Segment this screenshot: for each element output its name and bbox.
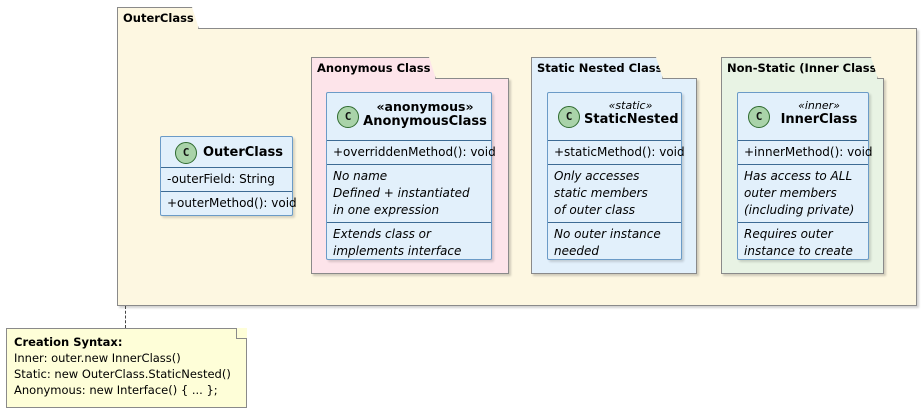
method: +outerMethod(): void xyxy=(167,196,297,210)
class-icon: C xyxy=(748,106,770,128)
static-stereotype: «static» xyxy=(608,99,653,112)
note-line: Extends class or xyxy=(333,227,431,241)
inner-package-tab: Non-Static (Inner Class) xyxy=(721,57,878,79)
outer-package-label: OuterClass xyxy=(123,11,194,25)
inner-package-label: Non-Static (Inner Class) xyxy=(727,61,882,75)
outer-class-header: C OuterClass xyxy=(161,137,292,167)
outer-class-methods: +outerMethod(): void xyxy=(161,191,297,215)
note-line: Only accesses xyxy=(554,169,640,183)
method: +overriddenMethod(): void xyxy=(333,145,496,159)
anonymous-class-methods: +overriddenMethod(): void xyxy=(327,140,496,164)
inner-class-instance-notes: Requires outer instance to create xyxy=(738,222,868,263)
note-line: (including private) xyxy=(744,203,855,217)
note-line: of outer class xyxy=(554,203,635,217)
anonymous-package-tab: Anonymous Class xyxy=(311,57,436,79)
note-line: Defined + instantiated xyxy=(333,186,470,200)
note-connector xyxy=(125,306,126,328)
note-title: Creation Syntax: xyxy=(14,335,123,349)
anonymous-package-label: Anonymous Class xyxy=(317,61,431,75)
inner-class-header: C «inner» InnerClass xyxy=(738,93,868,140)
inner-stereotype: «inner» xyxy=(798,99,840,112)
note-line: No name xyxy=(333,169,388,183)
anonymous-class-box: C «anonymous» AnonymousClass +overridden… xyxy=(326,92,496,263)
note-line: implements interface xyxy=(333,244,462,258)
note-line: Inner: outer.new InnerClass() xyxy=(14,351,181,365)
inner-class-box: C «inner» InnerClass +innerMethod(): voi… xyxy=(737,92,873,263)
static-class-instance-notes: No outer instance needed xyxy=(548,222,681,263)
note-line: No outer instance xyxy=(554,227,661,241)
field: -outerField: String xyxy=(167,172,275,186)
static-class-box: C «static» StaticNested +staticMethod():… xyxy=(547,92,685,263)
static-package-tab: Static Nested Class xyxy=(531,57,663,79)
note-line: static members xyxy=(554,186,648,200)
static-class-methods: +staticMethod(): void xyxy=(548,140,685,164)
inner-class-notes: Has access to ALL outer members (includi… xyxy=(738,164,868,222)
note-line: Has access to ALL xyxy=(744,169,853,183)
outer-package-tab: OuterClass xyxy=(117,7,199,29)
static-class-name: StaticNested xyxy=(584,112,679,127)
class-icon: C xyxy=(337,106,359,128)
note-line: in one expression xyxy=(333,203,440,217)
anonymous-class-notes: No name Defined + instantiated in one ex… xyxy=(327,164,491,222)
creation-syntax-note: Creation Syntax: Inner: outer.new InnerC… xyxy=(6,328,247,408)
method: +innerMethod(): void xyxy=(744,145,873,159)
anonymous-class-header: C «anonymous» AnonymousClass xyxy=(327,93,491,140)
anonymous-stereotype: «anonymous» xyxy=(376,99,474,114)
class-icon: C xyxy=(558,106,580,128)
static-class-notes: Only accesses static members of outer cl… xyxy=(548,164,681,222)
note-line: Static: new OuterClass.StaticNested() xyxy=(14,367,231,381)
method: +staticMethod(): void xyxy=(554,145,685,159)
anonymous-class-extends: Extends class or implements interface xyxy=(327,222,491,263)
class-icon: C xyxy=(175,142,197,164)
outer-class-fields: -outerField: String xyxy=(161,167,292,191)
anonymous-class-name: AnonymousClass xyxy=(363,114,487,129)
note-line: needed xyxy=(554,244,599,258)
outer-class-box: C OuterClass -outerField: String +outerM… xyxy=(160,136,297,216)
outer-class-name: OuterClass xyxy=(203,145,283,160)
static-class-header: C «static» StaticNested xyxy=(548,93,681,140)
note-line: instance to create xyxy=(744,244,853,258)
note-fold-corner xyxy=(236,328,247,339)
inner-class-methods: +innerMethod(): void xyxy=(738,140,873,164)
note-line: outer members xyxy=(744,186,837,200)
static-package-label: Static Nested Class xyxy=(537,61,663,75)
note-line: Anonymous: new Interface() { ... }; xyxy=(14,383,218,397)
note-line: Requires outer xyxy=(744,227,833,241)
inner-class-name: InnerClass xyxy=(780,112,858,127)
